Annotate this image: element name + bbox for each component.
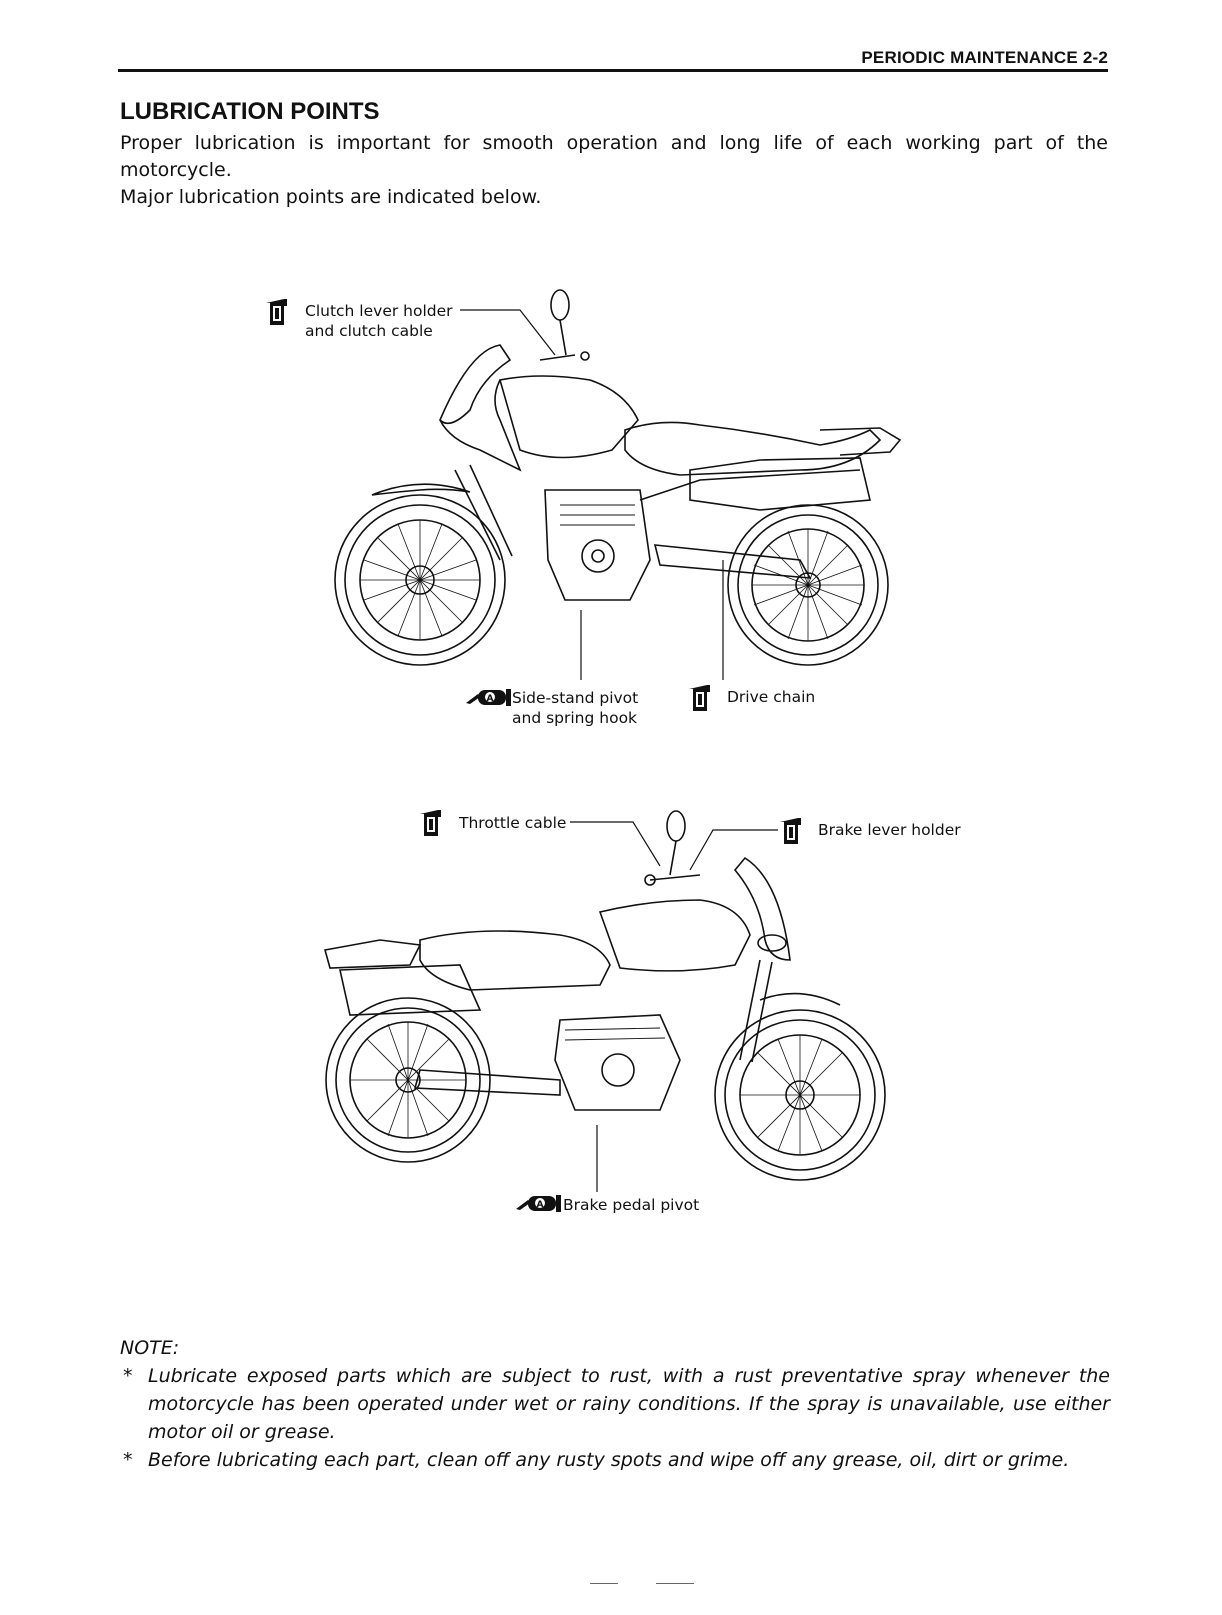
note-item-text: Before lubricating each part, clean off …	[148, 1449, 1069, 1471]
grease-gun-icon	[516, 1195, 561, 1212]
note-item: * Lubricate exposed parts which are subj…	[120, 1362, 1110, 1446]
motorcycle-left-view	[335, 290, 900, 665]
bullet-star: *	[123, 1362, 133, 1390]
oil-can-icon	[420, 810, 441, 836]
note-label: NOTE:	[120, 1334, 1110, 1362]
leader-lines-left-view	[460, 310, 723, 680]
oil-can-icon	[780, 818, 801, 844]
callout-brake-lever-holder: Brake lever holder	[818, 820, 961, 840]
bullet-star: *	[123, 1446, 133, 1474]
footer-mark	[590, 1583, 618, 1584]
callout-side-stand-pivot: Side-stand pivot and spring hook	[512, 688, 638, 728]
grease-gun-icon	[466, 689, 511, 706]
oil-can-icon	[689, 685, 710, 711]
callout-drive-chain: Drive chain	[727, 687, 815, 707]
note-item-text: Lubricate exposed parts which are subjec…	[148, 1365, 1110, 1443]
callout-clutch-lever-holder: Clutch lever holder and clutch cable	[305, 301, 453, 341]
note-item: * Before lubricating each part, clean of…	[120, 1446, 1110, 1474]
oil-can-icon	[266, 299, 287, 325]
motorcycle-right-view	[325, 811, 885, 1180]
note-block: NOTE: * Lubricate exposed parts which ar…	[120, 1334, 1110, 1474]
footer-mark	[656, 1583, 694, 1584]
callout-brake-pedal-pivot: Brake pedal pivot	[563, 1195, 699, 1215]
callout-throttle-cable: Throttle cable	[459, 813, 566, 833]
